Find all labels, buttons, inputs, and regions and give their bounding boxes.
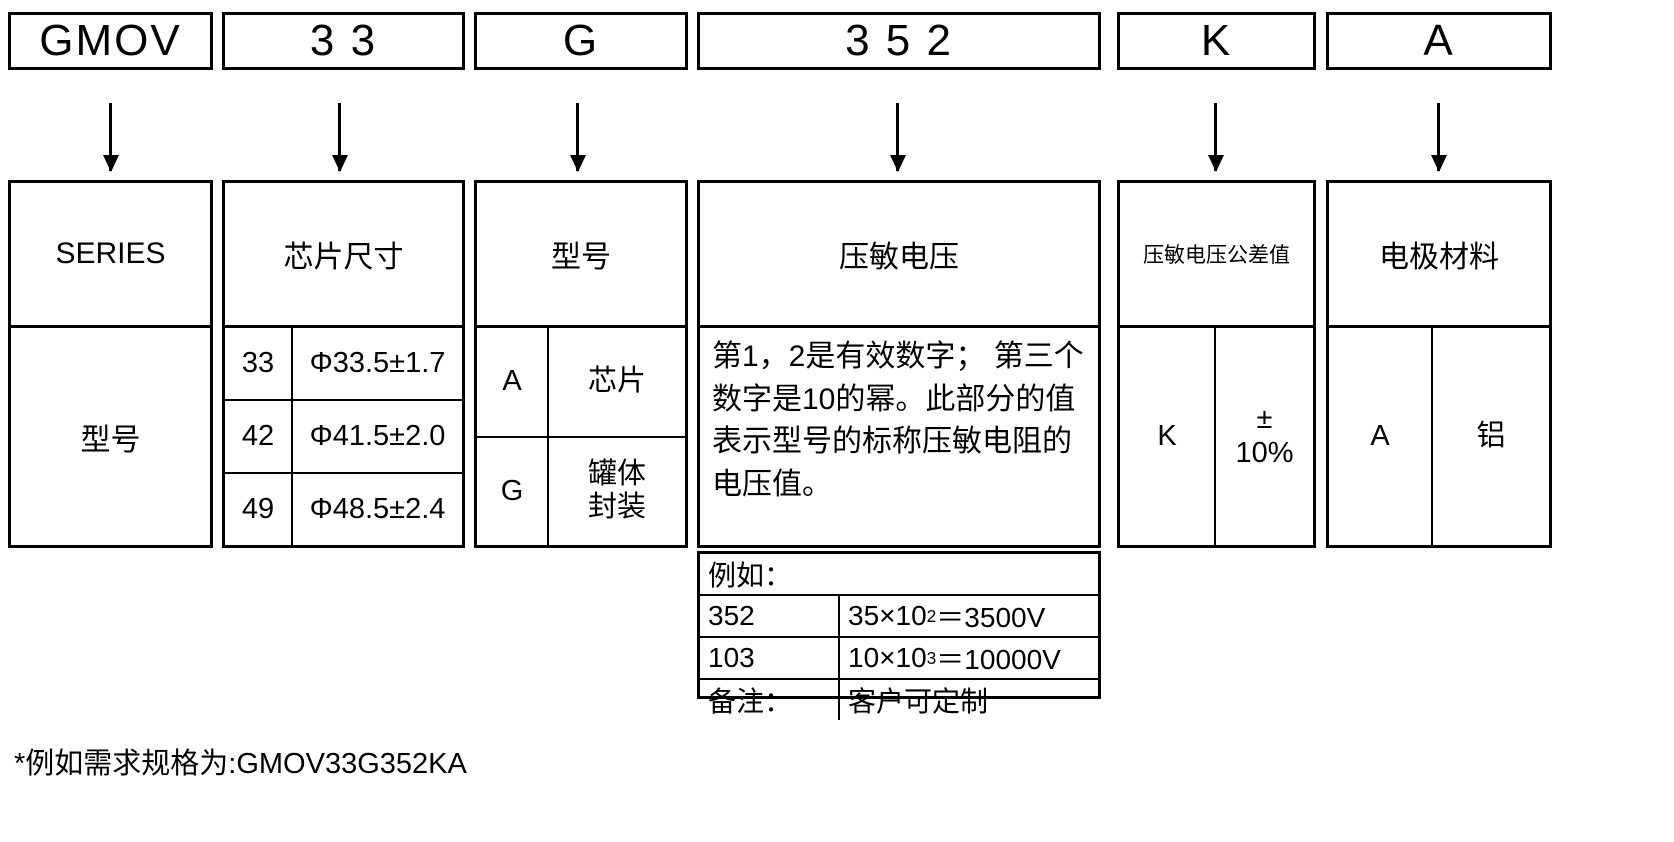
code-box-varistor-voltage: 3 5 2	[697, 12, 1101, 70]
arrow-down-icon-chip-size	[338, 103, 341, 171]
column-type-header: 型号	[477, 183, 685, 328]
example-calc-exponent: 3	[926, 647, 937, 668]
table-row: 例如：	[700, 554, 1098, 596]
series-value: 型号	[80, 423, 141, 457]
table-row: 42 Φ41.5±2.0	[225, 401, 462, 474]
chip-size-dimension: Φ33.5±1.7	[309, 346, 446, 379]
code-box-electrode-material: A	[1326, 12, 1552, 70]
column-varistor-voltage-body: 第1，2是有效数字； 第三个数字是10的幂。此部分的值表示型号的标称压敏电阻的电…	[700, 328, 1098, 545]
chip-size-dimension: Φ48.5±2.4	[309, 492, 446, 525]
column-chip-size-body: 33 Φ33.5±1.7 42 Φ41.5±2.0 49 Φ48.5±2.4	[225, 328, 462, 545]
example-code: 103	[700, 638, 840, 678]
column-electrode-material-header: 电极材料	[1329, 183, 1549, 328]
type-code: A	[477, 328, 549, 436]
column-series: SERIES 型号	[8, 180, 213, 548]
chip-size-code: 42	[225, 401, 293, 472]
voltage-tolerance-meaning: ± 10%	[1235, 403, 1294, 469]
code-box-series-text: GMOV	[39, 16, 182, 65]
table-row: 备注： 客户可定制	[700, 680, 1098, 720]
table-row: G 罐体 封装	[477, 437, 685, 545]
chip-size-dimension: Φ41.5±2.0	[309, 419, 446, 452]
example-calc-exponent: 2	[926, 605, 937, 626]
arrow-down-icon-type	[576, 103, 579, 171]
example-calc-result: ＝3500V	[936, 602, 1046, 633]
column-varistor-voltage-header: 压敏电压	[700, 183, 1098, 328]
footer-note: *例如需求规格为:GMOV33G352KA	[14, 748, 467, 780]
arrow-down-icon-varistor-voltage	[896, 103, 899, 171]
remark-label: 备注：	[700, 680, 840, 720]
code-box-chip-size-text: 3 3	[309, 16, 378, 65]
column-voltage-tolerance-body: K ± 10%	[1120, 328, 1313, 545]
type-code: G	[477, 437, 549, 545]
column-voltage-tolerance-header: 压敏电压公差值	[1120, 183, 1313, 328]
table-row: 33 Φ33.5±1.7	[225, 328, 462, 401]
arrow-down-icon-electrode-material	[1437, 103, 1440, 171]
code-box-voltage-tolerance-text: K	[1200, 16, 1233, 65]
column-electrode-material-body: A 铝	[1329, 328, 1549, 545]
chip-size-code: 33	[225, 328, 293, 399]
column-chip-size: 芯片尺寸 33 Φ33.5±1.7 42 Φ41.5±2.0 49 Φ48.5±…	[222, 180, 465, 548]
column-series-body: 型号	[11, 328, 210, 545]
chip-size-code: 49	[225, 474, 293, 545]
code-box-chip-size: 3 3	[222, 12, 465, 70]
table-row: 49 Φ48.5±2.4	[225, 474, 462, 545]
arrow-down-icon-voltage-tolerance	[1214, 103, 1217, 171]
table-row: A 铝	[1329, 328, 1549, 545]
column-series-header: SERIES	[11, 183, 210, 328]
table-row: K ± 10%	[1120, 328, 1313, 545]
column-type: 型号 A 芯片 G 罐体 封装	[474, 180, 688, 548]
code-box-type: G	[474, 12, 688, 70]
column-varistor-voltage: 压敏电压 第1，2是有效数字； 第三个数字是10的幂。此部分的值表示型号的标称压…	[697, 180, 1101, 548]
column-voltage-tolerance: 压敏电压公差值 K ± 10%	[1117, 180, 1316, 548]
code-box-series: GMOV	[8, 12, 213, 70]
voltage-tolerance-code: K	[1120, 328, 1216, 545]
electrode-material-meaning: 铝	[1476, 419, 1506, 452]
example-calc-base: 35×10	[848, 600, 927, 631]
code-box-type-text: G	[562, 16, 600, 65]
column-type-body: A 芯片 G 罐体 封装	[477, 328, 685, 545]
remark-value: 客户可定制	[848, 686, 989, 717]
type-meaning: 芯片	[587, 365, 646, 398]
example-code: 352	[700, 596, 840, 636]
electrode-material-code: A	[1329, 328, 1433, 545]
varistor-voltage-description: 第1，2是有效数字； 第三个数字是10的幂。此部分的值表示型号的标称压敏电阻的电…	[712, 340, 1084, 501]
column-chip-size-header: 芯片尺寸	[225, 183, 462, 328]
column-electrode-material: 电极材料 A 铝	[1326, 180, 1552, 548]
code-box-varistor-voltage-text: 3 5 2	[845, 16, 953, 65]
example-calc-base: 10×10	[848, 642, 927, 673]
type-meaning: 罐体 封装	[587, 457, 646, 524]
example-label: 例如：	[708, 560, 793, 591]
arrow-down-icon-series	[109, 103, 112, 171]
table-row: A 芯片	[477, 328, 685, 438]
code-box-electrode-material-text: A	[1423, 16, 1455, 65]
example-calc-result: ＝10000V	[936, 644, 1061, 675]
code-box-voltage-tolerance: K	[1117, 12, 1316, 70]
